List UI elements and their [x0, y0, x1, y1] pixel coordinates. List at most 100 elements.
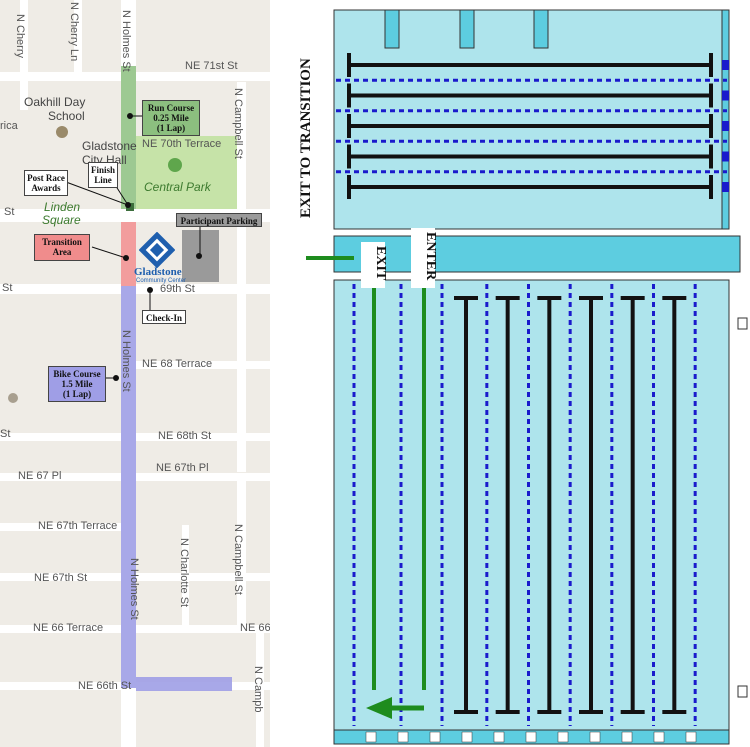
finish-line-callout: Finish Line: [88, 162, 118, 188]
starting-block: [722, 90, 729, 101]
callout-line: 1.5 Mile: [61, 379, 93, 389]
street-label: N Campbell St: [232, 524, 244, 595]
starting-block: [365, 731, 377, 743]
street-label: St: [4, 206, 15, 218]
bottom-pool-starting-blocks: [365, 731, 697, 743]
callout-leaders: [65, 113, 201, 381]
street-label: St: [2, 282, 13, 294]
street-label: N Cherry: [14, 14, 26, 59]
enter-label-box: [411, 228, 435, 288]
street-label: NE 66 Terrace: [33, 622, 104, 634]
road-charlotte: [182, 525, 189, 625]
starting-block: [653, 731, 665, 743]
arrow-left-icon: [366, 697, 392, 719]
street-label: NE 67 Pl: [18, 470, 62, 482]
starting-block: [621, 731, 633, 743]
post-race-awards-callout: Post Race Awards: [24, 170, 68, 196]
street-label: NE 68th St: [158, 430, 212, 442]
street-label: N Cherry Ln: [68, 2, 80, 62]
top-pool-water: [333, 9, 730, 230]
bike-course-turn: [136, 677, 232, 691]
bike-course-callout: Bike Course 1.5 Mile (1 Lap): [48, 366, 106, 402]
starting-block: [722, 182, 729, 192]
callout-line: Finish: [91, 165, 116, 175]
street-label: NE 67th Terrace: [38, 520, 118, 532]
road-68-terrace: [130, 361, 270, 369]
street-label: NE 66: [240, 622, 270, 634]
road-campbell: [237, 82, 246, 472]
starting-block: [397, 731, 409, 743]
callout-line: Run Course: [147, 103, 195, 113]
callout-line: (1 Lap): [156, 123, 186, 133]
callout-line: Bike Course: [53, 369, 101, 379]
starting-block: [429, 731, 441, 743]
check-in-callout: Check-In: [142, 310, 186, 324]
street-label: N Holmes St: [120, 10, 132, 72]
callout-line: (1 Lap): [62, 389, 92, 399]
street-label: NE 71st St: [185, 60, 238, 72]
starting-block: [722, 60, 729, 70]
place-label: School: [48, 109, 85, 123]
parking-marker-dot: [196, 253, 202, 259]
street-label: N Campb: [252, 666, 264, 713]
top-pool-lanes: [336, 53, 729, 199]
callout-line: Line: [94, 175, 112, 185]
transition-area-callout: Transition Area: [34, 234, 90, 261]
exit-label: EXIT: [373, 246, 388, 281]
place-label: Central Park: [144, 180, 211, 194]
road-campbell-cut: [256, 633, 264, 747]
park-tree-icon: [168, 158, 182, 172]
street-label: NE 66th St: [78, 680, 132, 692]
starting-block: [525, 731, 537, 743]
street-label: N Holmes St: [120, 330, 132, 392]
top-pool-ladder: [459, 9, 475, 49]
street-label: NE 67th Pl: [156, 462, 209, 474]
callout-line: Area: [52, 247, 72, 257]
starting-block: [589, 731, 601, 743]
callout-line: Awards: [31, 183, 61, 193]
street-label: 69th St: [160, 283, 195, 295]
bottom-pool-water: [333, 279, 730, 731]
street-label: NE 70th Terrace: [142, 138, 222, 150]
place-label: Gladstone: [82, 139, 137, 153]
pool-marker-box: [737, 317, 748, 330]
starting-block: [685, 731, 697, 743]
run-course-route: [121, 66, 136, 209]
top-pool-ladder: [533, 9, 549, 49]
road-cherry: [20, 0, 28, 110]
street-label: St: [0, 428, 11, 440]
bottom-pool-lanes: [352, 284, 697, 726]
school-marker-icon: [56, 126, 68, 138]
central-park-area: [136, 136, 237, 209]
street-label: NE 68 Terrace: [142, 358, 213, 370]
street-label: N Holmes St: [128, 558, 140, 620]
enter-label: ENTER: [423, 232, 438, 281]
callout-line: Transition: [42, 237, 82, 247]
street-label: N Charlotte St: [178, 538, 190, 608]
pool-marker-box: [737, 685, 748, 698]
starting-block: [461, 731, 473, 743]
poi-marker-icon: [8, 393, 18, 403]
starting-block: [493, 731, 505, 743]
top-pool-ladder: [384, 9, 400, 49]
callout-line: Post Race: [27, 173, 65, 183]
bike-course-route: [121, 286, 136, 688]
top-pool-gutter: [721, 9, 730, 230]
place-label: Linden: [44, 200, 81, 214]
participant-parking-callout: Participant Parking: [176, 213, 262, 227]
pool-deck-walkway: [333, 235, 741, 273]
pool-diagram: EXIT ENTER EXIT TO TRANSITION: [298, 9, 748, 745]
place-label: Oakhill Day: [24, 95, 86, 109]
road-campbell-low: [237, 480, 246, 630]
exit-label-box: [361, 242, 385, 288]
street-label: NE 67th St: [34, 572, 88, 584]
road-67th-terrace: [0, 523, 130, 531]
street-map: Gladstone Community Center NE 71st St NE…: [0, 0, 270, 747]
street-label: N Campbell St: [232, 88, 244, 159]
starting-block: [722, 151, 729, 162]
road-cherry-ln: [74, 0, 82, 72]
street-label: rica: [0, 120, 18, 132]
callout-line: 0.25 Mile: [153, 113, 189, 123]
community-center-logo: [138, 231, 176, 269]
